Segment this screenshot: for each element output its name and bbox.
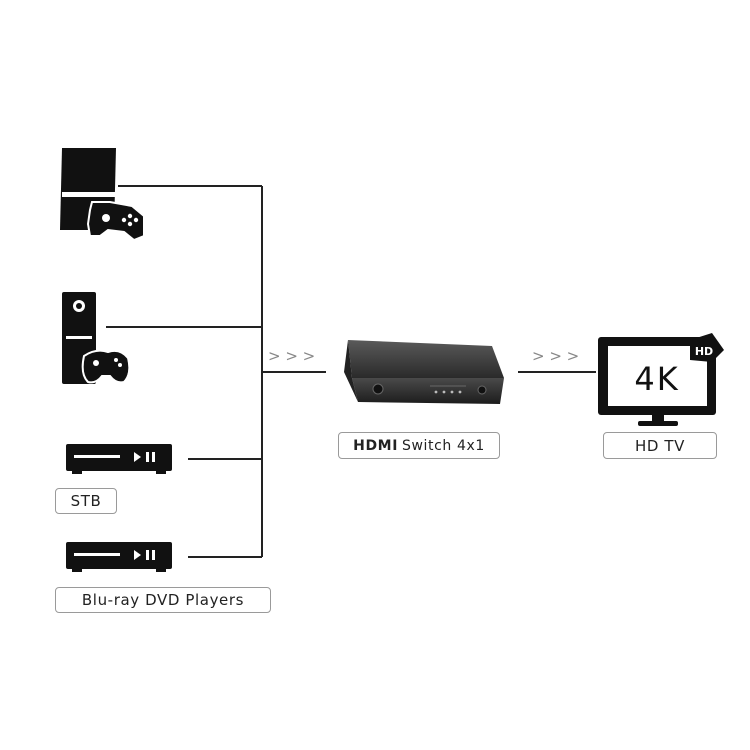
arrows-output: > > > [532, 347, 579, 365]
ps4-console-icon [60, 148, 145, 242]
hd-badge-icon [690, 333, 724, 362]
switch-brand-text: HDMI [353, 437, 399, 454]
bluray-label-text: Blu-ray DVD Players [81, 591, 245, 609]
arrows-input: > > > [268, 347, 315, 365]
tv-badge-text: HD [695, 345, 713, 358]
tv-label-text: HD TV [634, 436, 686, 455]
xbox-console-icon [62, 292, 131, 384]
tv-label: HD TV [603, 432, 717, 459]
hdmi-switch-device-icon [344, 340, 504, 404]
stb-label-text: STB [70, 492, 102, 510]
tv-icon: 4K HD [598, 333, 724, 426]
switch-label-text: Switch 4x1 [402, 437, 485, 454]
bluray-label: Blu-ray DVD Players [55, 587, 271, 613]
stb-device-icon [66, 444, 172, 474]
tv-screen-text: 4K [634, 360, 679, 398]
stb-label: STB [55, 488, 117, 514]
connection-lines [106, 185, 596, 558]
bluray-device-icon [66, 542, 172, 572]
